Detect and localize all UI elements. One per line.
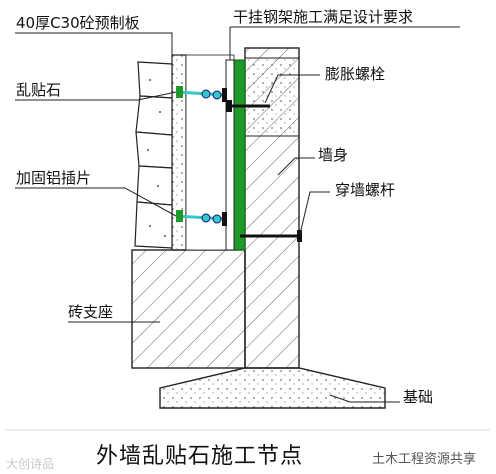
label-steel-frame: 干挂钢架施工满足设计要求 — [233, 8, 414, 26]
watermark-right: 土木工程资源共享 — [372, 448, 477, 467]
label-expansion-bolt: 膨胀螺栓 — [325, 65, 386, 83]
aluminum-clip-lower — [175, 210, 227, 226]
label-foundation: 基础 — [403, 388, 434, 406]
steel-frame-bar — [233, 59, 246, 251]
label-through-bolt: 穿墙螺杆 — [335, 181, 396, 199]
wall-concrete-band — [244, 57, 300, 137]
watermark-left: 大创诗品 — [6, 457, 55, 471]
brick-support-block — [131, 249, 246, 369]
foundation-block — [159, 367, 386, 409]
label-precast-board: 40厚C30砼预制板 — [16, 14, 140, 32]
stone-dots — [147, 79, 166, 237]
aluminum-clip-upper — [175, 86, 227, 102]
diagram-caption: 外墙乱贴石施工节点 — [96, 444, 304, 469]
label-random-stone: 乱贴石 — [16, 81, 62, 99]
label-wall-body: 墙身 — [318, 146, 349, 164]
random-stone-layer — [134, 61, 173, 249]
label-aluminum-clip: 加固铝插片 — [16, 169, 92, 187]
label-brick-support: 砖支座 — [68, 303, 114, 321]
leader-lines — [15, 26, 460, 403]
